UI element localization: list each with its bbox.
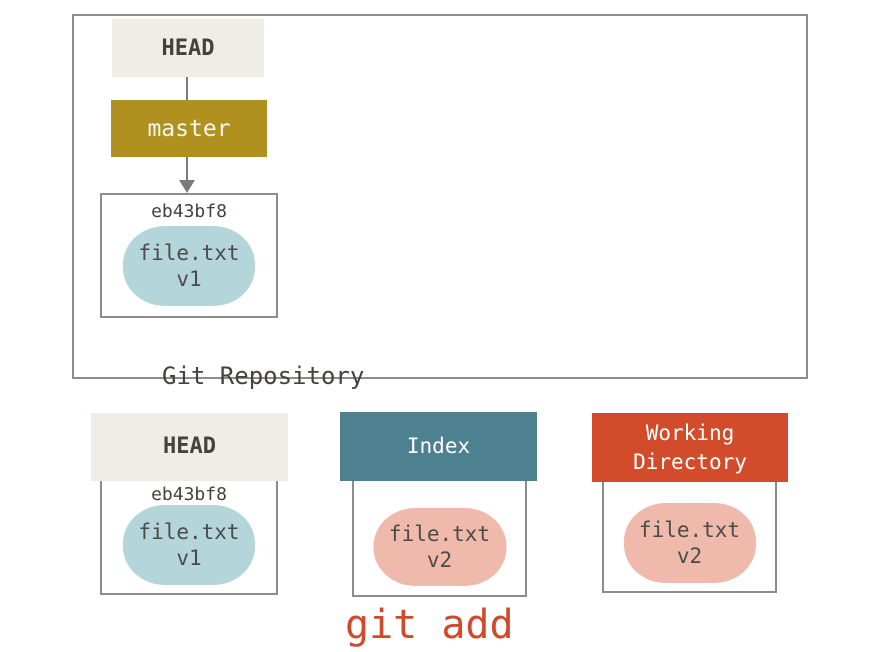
head-to-master-connector xyxy=(186,77,188,101)
blob-file-version: v2 xyxy=(676,544,703,568)
index-column-box: file.txt v2 xyxy=(352,481,527,597)
head-column-header: HEAD xyxy=(91,413,288,481)
blob-file-name: file.txt xyxy=(638,517,741,542)
arrow-down-icon xyxy=(179,180,195,193)
head-column-title: HEAD xyxy=(163,434,216,460)
index-column-header: Index xyxy=(340,412,537,481)
commit-sha: eb43bf8 xyxy=(151,201,227,222)
workdir-column-title: Working Directory xyxy=(633,421,747,474)
workdir-file-blob: file.txt v2 xyxy=(623,503,756,583)
blob-file-version: v2 xyxy=(426,548,453,572)
blob-file-version: v1 xyxy=(176,546,202,570)
commit-box: eb43bf8 file.txt v1 xyxy=(100,193,278,318)
blob-file-name: file.txt xyxy=(388,521,491,546)
blob-file-name: file.txt xyxy=(138,240,240,265)
head-file-blob: file.txt v1 xyxy=(123,505,255,585)
master-to-commit-connector xyxy=(186,157,188,181)
head-ref-box: HEAD xyxy=(112,19,264,77)
blob-file-version: v1 xyxy=(176,267,202,291)
head-column-box: eb43bf8 file.txt v1 xyxy=(100,481,278,595)
workdir-column-box: file.txt v2 xyxy=(602,482,777,593)
file-blob-v1: file.txt v1 xyxy=(123,226,255,306)
master-branch-label: master xyxy=(147,115,231,142)
workdir-column-header: Working Directory xyxy=(592,413,788,482)
master-branch-box: master xyxy=(111,100,267,157)
git-repository-label: Git Repository xyxy=(162,362,365,390)
index-file-blob: file.txt v2 xyxy=(373,508,506,586)
index-column-title: Index xyxy=(406,434,471,459)
blob-file-name: file.txt xyxy=(138,519,240,544)
head-column-sha: eb43bf8 xyxy=(151,484,227,505)
head-ref-label: HEAD xyxy=(161,35,215,61)
git-add-command-label: git add xyxy=(345,602,514,648)
